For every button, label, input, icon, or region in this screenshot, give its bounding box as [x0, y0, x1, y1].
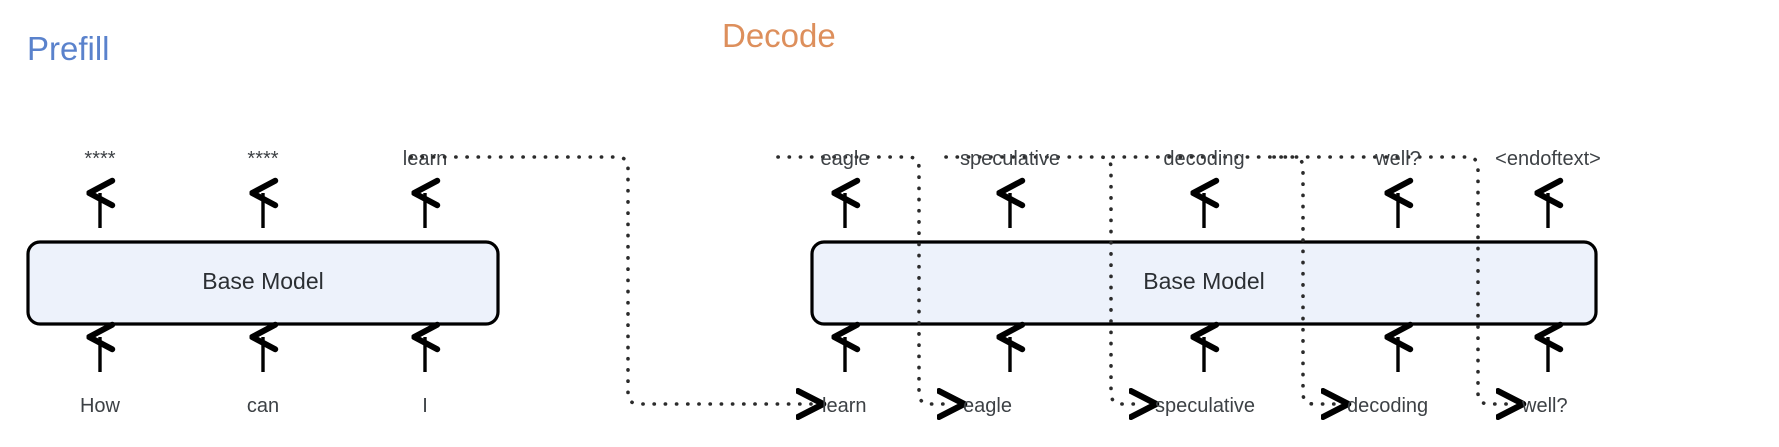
prefill-output-token-0: **** [84, 148, 115, 170]
decode-output-token-3: well? [1374, 148, 1421, 170]
prefill-input-token-0: How [80, 395, 121, 417]
feedback-path-eagle [776, 155, 952, 404]
decode-output-token-2: decoding [1163, 148, 1244, 170]
prefill-output-token-1: **** [247, 148, 278, 170]
decode-input-token-2: speculative [1155, 395, 1255, 417]
feedback-path-speculative [944, 155, 1144, 404]
decode-input-token-3: decoding [1347, 395, 1428, 417]
decode-input-token-1: eagle [963, 395, 1012, 417]
decode-input-token-0: learn [822, 395, 866, 417]
feedback-path-well [1272, 155, 1511, 404]
decode-input-token-4: well? [1521, 395, 1568, 417]
decode-output-token-0: eagle [821, 148, 870, 170]
prefill-phase-title: Prefill [27, 30, 110, 67]
decode-output-token-1: speculative [960, 148, 1060, 170]
prefill-input-token-2: I [422, 395, 428, 417]
feedback-path-decoding [1111, 155, 1336, 404]
prefill-base-model-label: Base Model [202, 268, 323, 294]
decode-phase-title: Decode [722, 17, 836, 54]
prefill-input-token-1: can [247, 395, 279, 417]
decode-base-model-label: Base Model [1143, 268, 1264, 294]
decode-output-token-4: <endoftext> [1495, 148, 1601, 170]
feedback-path-learn [409, 155, 811, 404]
prefill-output-token-2: learn [403, 148, 447, 170]
